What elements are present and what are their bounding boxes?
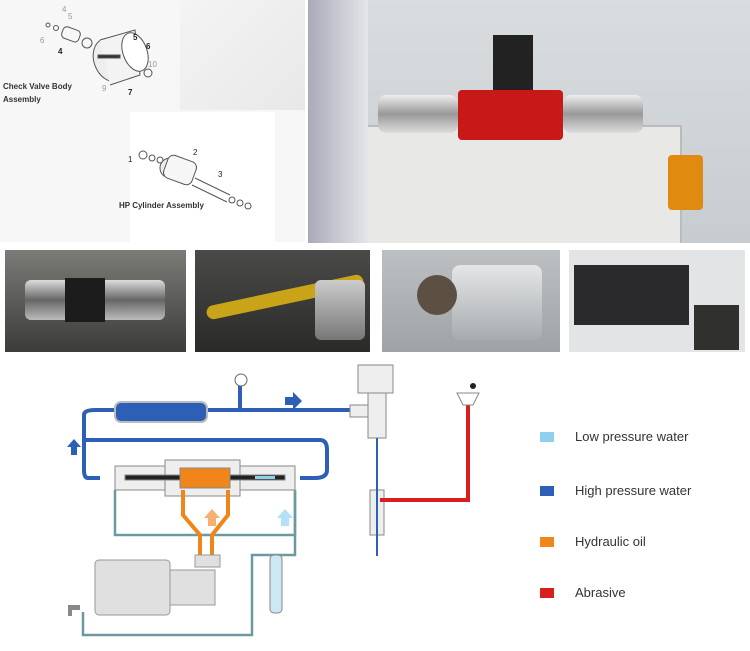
filter-tank	[269, 554, 283, 614]
legend-item-low-pressure: Low pressure water	[540, 429, 688, 444]
motor-pump	[94, 554, 221, 616]
oil-arrow-up-icon	[204, 509, 220, 526]
abrasive-hopper	[456, 392, 480, 406]
flow-arrow-up-icon	[67, 439, 81, 455]
legend-item-hydraulic-oil: Hydraulic oil	[540, 534, 646, 549]
accumulator	[114, 401, 208, 423]
cylinder-assembly-photo	[5, 250, 186, 352]
check-valve-drawing	[45, 22, 252, 210]
flow-arrow-right-icon	[285, 392, 302, 410]
pressure-gauge-icon	[234, 373, 248, 387]
legend-item-abrasive: Abrasive	[540, 585, 626, 600]
low-pressure-lines	[81, 490, 297, 637]
intensifier-pump-photo	[308, 0, 750, 243]
hydraulic-lines	[181, 490, 230, 555]
plc-controller-photo	[569, 250, 745, 352]
legend-item-high-pressure: High pressure water	[540, 483, 691, 498]
waterjet-flow-diagram	[67, 364, 480, 637]
high-pressure-hose-photo	[195, 250, 370, 352]
hp-cylinder-label: HP Cylinder Assembly	[119, 201, 204, 210]
check-valve-label: Check Valve Body Assembly	[3, 82, 72, 104]
water-tap-icon	[68, 605, 80, 616]
water-arrow-up-icon	[277, 509, 293, 526]
abrasive-line	[380, 405, 470, 502]
high-pressure-lines	[82, 385, 355, 480]
electric-motor-photo	[382, 250, 560, 352]
cutting-head	[349, 364, 394, 536]
intensifier	[114, 459, 296, 497]
